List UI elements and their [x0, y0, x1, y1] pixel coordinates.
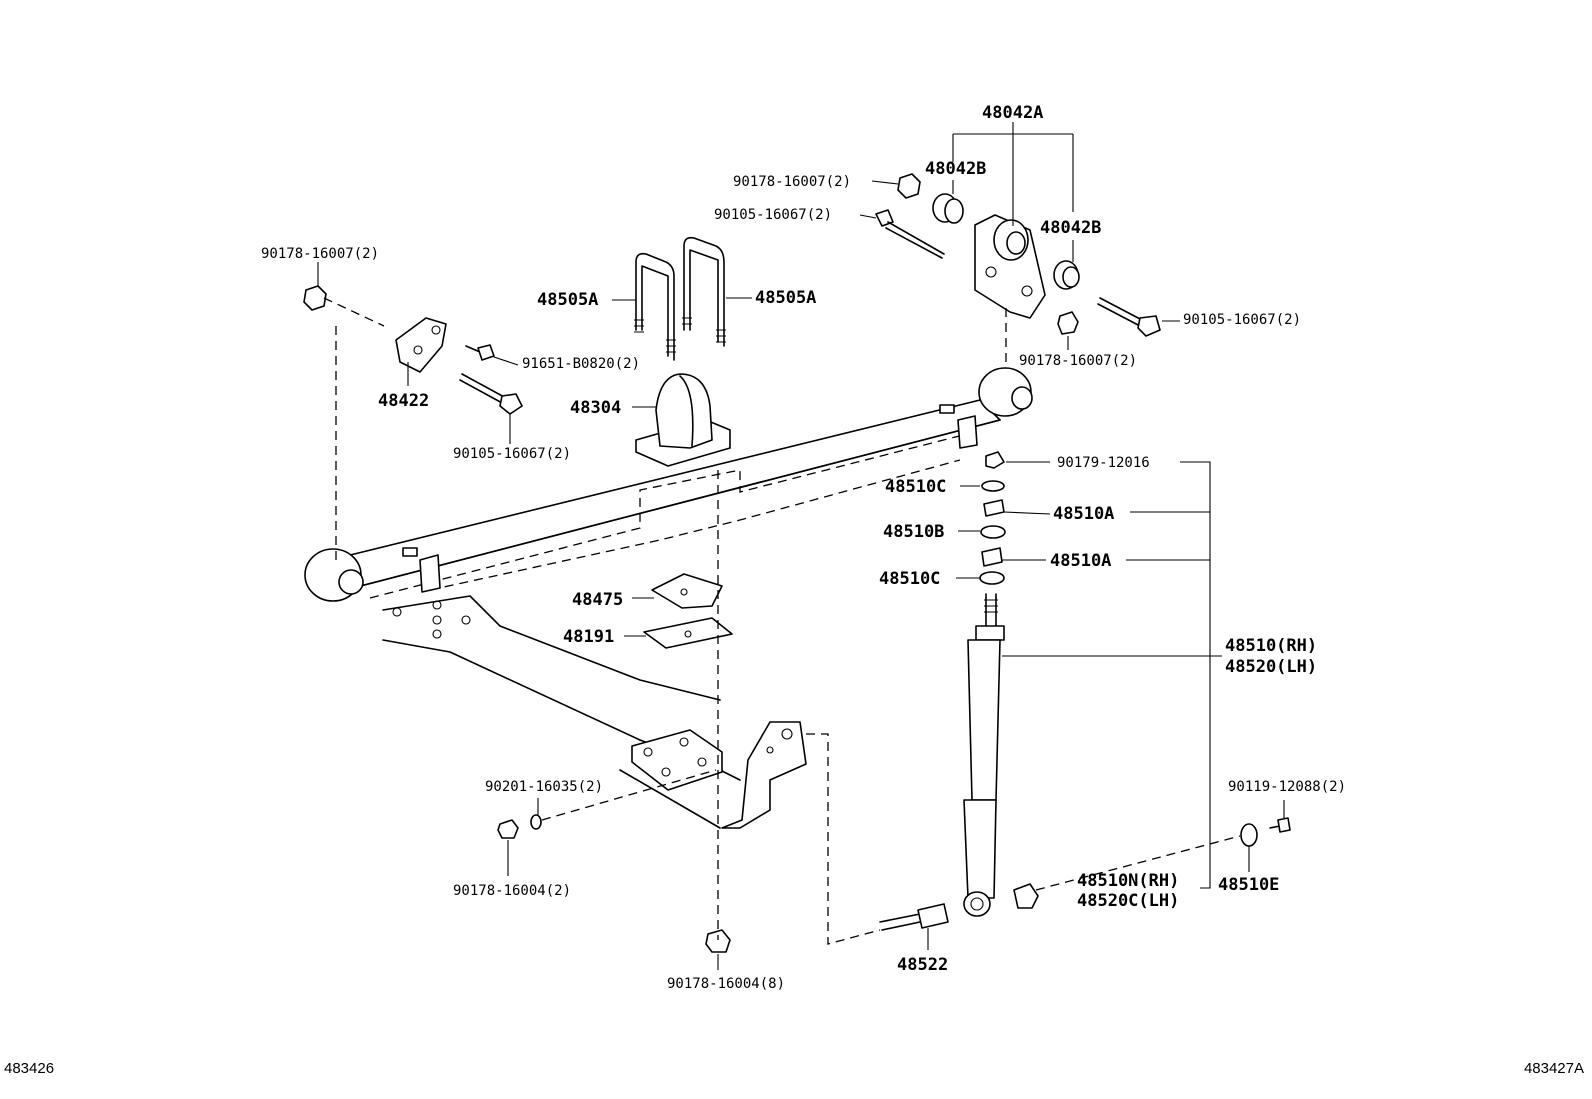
bushing-48042B-right	[1053, 260, 1080, 290]
bracket-48422	[395, 317, 447, 373]
plate-48191	[643, 617, 733, 649]
leaf-spring	[304, 367, 1033, 602]
bolt-90105-16067-left	[459, 373, 523, 415]
diagram-id-left: 483426	[4, 1060, 55, 1077]
label-48510N-RH: 48510N(RH)	[1077, 871, 1179, 891]
label-90105-16067-left: 90105-16067(2)	[453, 446, 571, 462]
label-90178-16007-top: 90178-16007(2)	[733, 174, 851, 190]
nut-90178-16007-right	[1057, 311, 1079, 335]
label-90201-16035: 90201-16035(2)	[485, 779, 603, 795]
shock-hardware-stack	[979, 451, 1006, 585]
nut-90178-16004-8	[705, 929, 731, 953]
assembly-lines	[323, 297, 1241, 945]
label-48510A-mid: 48510A	[1050, 551, 1111, 571]
leader-lines	[317, 122, 1285, 970]
label-48304: 48304	[570, 398, 621, 418]
label-48510C-bottom: 48510C	[879, 569, 940, 589]
label-48475: 48475	[572, 590, 623, 610]
pad-48475	[651, 573, 723, 609]
bushing-48510N	[1013, 883, 1039, 909]
label-48510B: 48510B	[883, 522, 944, 542]
shackle-assembly	[974, 214, 1046, 319]
bolt-90105-16067-top	[875, 209, 945, 259]
nut-90178-16004-2	[497, 819, 519, 839]
part-labels: 48042A 48042B 48042B 90178-16007(2) 9010…	[261, 103, 1346, 992]
label-48510E: 48510E	[1218, 875, 1279, 895]
u-bolt-48505A-right	[682, 236, 726, 347]
u-bolt-48505A-left	[634, 252, 676, 361]
axle-housing	[382, 595, 807, 829]
washer-48510E	[1240, 823, 1258, 847]
stud-48522	[879, 903, 949, 931]
label-90178-16004-8: 90178-16004(8)	[667, 976, 785, 992]
bushing-48042B-left	[932, 193, 964, 224]
label-48522: 48522	[897, 955, 948, 975]
washer-90201-16035	[530, 814, 542, 830]
bumper-48304	[635, 373, 731, 467]
label-90119-12088: 90119-12088(2)	[1228, 779, 1346, 795]
label-48042B-right: 48042B	[1040, 218, 1101, 238]
label-48510A-top: 48510A	[1053, 504, 1114, 524]
nut-90178-16007-top	[897, 173, 921, 199]
nut-90178-16007-left	[303, 285, 327, 311]
label-48042B-left: 48042B	[925, 159, 986, 179]
label-48505A-right: 48505A	[755, 288, 816, 308]
label-48510-RH: 48510(RH)	[1225, 636, 1317, 656]
label-90105-16067-right: 90105-16067(2)	[1183, 312, 1301, 328]
label-90178-16004-2: 90178-16004(2)	[453, 883, 571, 899]
label-90178-16007-right: 90178-16007(2)	[1019, 353, 1137, 369]
label-90179-12016: 90179-12016	[1057, 455, 1150, 471]
label-90105-16067-top: 90105-16067(2)	[714, 207, 832, 223]
bolt-90119-12088	[1269, 817, 1291, 833]
diagram-id-right: 483427A	[1523, 1060, 1584, 1077]
label-91651-B0820: 91651-B0820(2)	[522, 356, 640, 372]
label-48520C-LH: 48520C(LH)	[1077, 891, 1179, 911]
label-90178-16007-left: 90178-16007(2)	[261, 246, 379, 262]
label-48520-LH: 48520(LH)	[1225, 657, 1317, 677]
label-48510C-top: 48510C	[885, 477, 946, 497]
label-48505A-left: 48505A	[537, 290, 598, 310]
bolt-90105-16067-right	[1097, 297, 1161, 337]
label-48042A: 48042A	[982, 103, 1043, 123]
shock-absorber-48510	[963, 593, 1005, 917]
label-48191: 48191	[563, 627, 614, 647]
label-48422: 48422	[378, 391, 429, 411]
bolt-91651-B0820	[465, 344, 495, 361]
